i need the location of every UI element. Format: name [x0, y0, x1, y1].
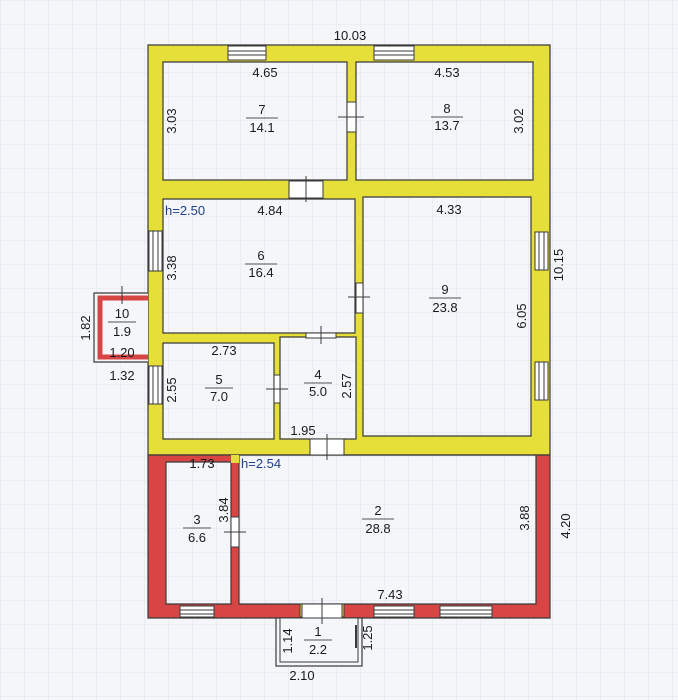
- window-right-9a: [534, 231, 549, 271]
- room-4-number: 4: [314, 367, 321, 382]
- dim-r1-right: 1.25: [360, 625, 375, 650]
- door-4-2: [309, 434, 345, 460]
- room-8: 8 13.7: [431, 101, 463, 133]
- door-2-1: [301, 598, 343, 624]
- dim-r7-width: 4.65: [252, 65, 277, 80]
- room-7-number: 7: [258, 102, 265, 117]
- window-left-6: [148, 230, 163, 272]
- door-7-8: [338, 101, 364, 133]
- door-6-4: [305, 326, 337, 344]
- room-3: 3 6.6: [183, 512, 211, 545]
- dim-r2-width: 7.43: [377, 587, 402, 602]
- room-7: 7 14.1: [246, 102, 278, 135]
- room-7-area: 14.1: [249, 120, 274, 135]
- room-labels: 7 14.1 8 13.7 6 16.4 9 23.8 10 1.9 5 7.0: [108, 101, 463, 657]
- height-label-new: h=2.54: [241, 456, 281, 471]
- room-5: 5 7.0: [205, 372, 233, 404]
- room-6-area: 16.4: [248, 265, 273, 280]
- window-top-left: [227, 45, 267, 61]
- dim-r8-width: 4.53: [434, 65, 459, 80]
- room-10-number: 10: [115, 306, 129, 321]
- room-8-area: 13.7: [434, 118, 459, 133]
- height-label-old: h=2.50: [165, 203, 205, 218]
- window-top-right: [373, 45, 415, 61]
- room-4-area: 5.0: [309, 384, 327, 399]
- dim-r9-width: 4.33: [436, 202, 461, 217]
- room-2-area: 28.8: [365, 521, 390, 536]
- door-6-9: [348, 282, 370, 314]
- room-1-number: 1: [314, 624, 321, 639]
- window-bottom-2b: [439, 605, 493, 618]
- porch-room-1: [275, 617, 363, 667]
- window-right-9b: [534, 361, 549, 401]
- dim-overall-width: 10.03: [334, 28, 367, 43]
- dim-right-lower: 4.20: [558, 513, 573, 538]
- dim-r4-height: 2.57: [339, 373, 354, 398]
- room-6: 6 16.4: [245, 248, 277, 280]
- room-10-box: [93, 286, 148, 363]
- dim-r7-height: 3.03: [164, 108, 179, 133]
- dim-r1-width: 2.10: [289, 668, 314, 683]
- dimension-labels: 10.03 4.65 4.53 4.84 4.33 2.73 1.95 1.73…: [109, 28, 461, 683]
- room-4: 4 5.0: [304, 367, 332, 399]
- door-3-2: [224, 516, 246, 548]
- room-2: 2 28.8: [362, 503, 394, 536]
- room-5-number: 5: [215, 372, 222, 387]
- room-1: 1 2.2: [304, 624, 332, 657]
- red-walls: [147, 454, 551, 619]
- window-left-5: [148, 365, 163, 405]
- room-3-number: 3: [193, 512, 200, 527]
- room-2-number: 2: [374, 503, 381, 518]
- room-10: 10 1.9: [108, 306, 136, 339]
- dim-r5-width: 2.73: [211, 343, 236, 358]
- door-5-4: [266, 374, 288, 404]
- dim-r10-width-outer: 1.32: [109, 368, 134, 383]
- dim-r9-height: 6.05: [514, 303, 529, 328]
- vertical-dimension-labels: 3.03 3.02 3.38 6.05 10.15 1.82 2.55 2.57…: [78, 108, 573, 653]
- window-bottom-3: [179, 605, 215, 618]
- room-6-number: 6: [257, 248, 264, 263]
- dim-r6-width: 4.84: [257, 203, 282, 218]
- doors: [224, 101, 370, 624]
- room-9-area: 23.8: [432, 300, 457, 315]
- dim-r8-height: 3.02: [511, 108, 526, 133]
- door-7-6: [288, 176, 324, 202]
- room-8-number: 8: [443, 101, 450, 116]
- dim-r1-left: 1.14: [280, 628, 295, 653]
- dim-r2-height: 3.88: [517, 505, 532, 530]
- room-9-number: 9: [441, 282, 448, 297]
- dim-r10-width-inner: 1.20: [109, 345, 134, 360]
- dim-r3-height: 3.84: [216, 497, 231, 522]
- dim-r10-height: 1.82: [78, 315, 93, 340]
- room-5-area: 7.0: [210, 389, 228, 404]
- dim-r4-width: 1.95: [290, 423, 315, 438]
- dim-r3-width: 1.73: [189, 456, 214, 471]
- dim-r6-height: 3.38: [164, 255, 179, 280]
- room-1-area: 2.2: [309, 642, 327, 657]
- room-3-area: 6.6: [188, 530, 206, 545]
- room-9: 9 23.8: [429, 282, 461, 315]
- dim-right-upper: 10.15: [551, 249, 566, 282]
- window-bottom-2a: [373, 605, 415, 618]
- room-10-area: 1.9: [113, 324, 131, 339]
- dim-r5-height: 2.55: [164, 377, 179, 402]
